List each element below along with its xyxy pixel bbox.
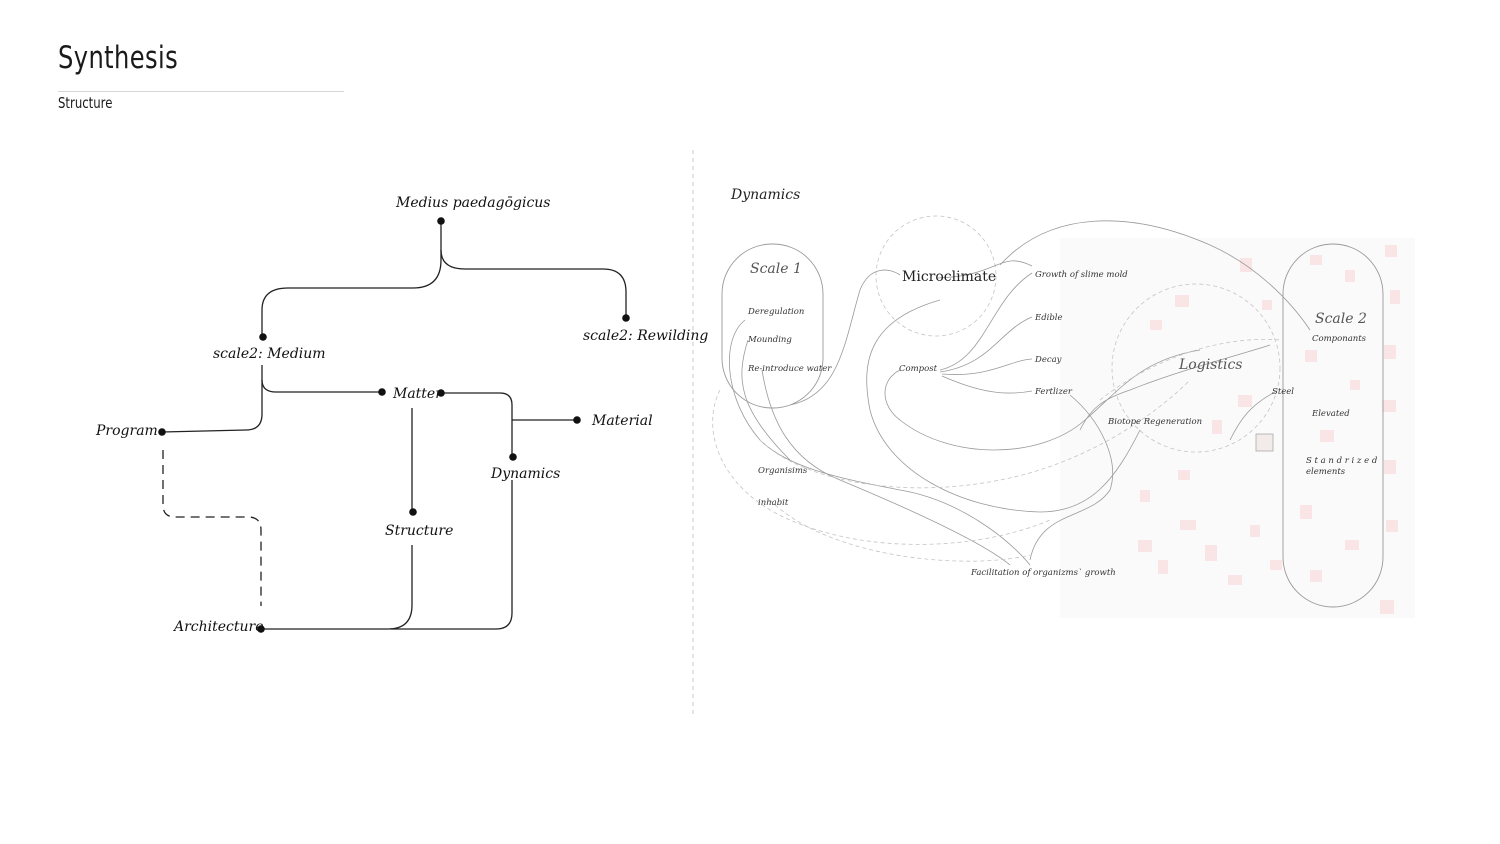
inhabit-label: inhabit [758,498,789,508]
node-structure [409,508,417,516]
edge-structure-architecture [262,545,413,630]
page-title: Synthesis [58,40,179,76]
label-program: Program [95,423,158,439]
output-decay: Decay [1034,355,1062,365]
output-edible: Edible [1034,313,1063,323]
node-matter-left [378,388,386,396]
microclimate-circle [875,215,997,337]
structure-tree: Medius paedagōgicus scale2: Medium scale… [95,195,708,635]
node-program [158,428,166,436]
marker-square [1255,433,1274,452]
edge-medium-matter [261,379,382,393]
page-subtitle: Structure [58,94,113,112]
label-material: Material [591,413,653,429]
node-root [437,217,445,225]
scale1-label: Scale 1 [750,261,802,277]
label-structure: Structure [385,523,453,539]
edge-root-medium [261,221,442,337]
label-scale-medium: scale2: Medium [213,346,326,362]
edge-matter-dynamics [441,392,513,457]
label-dynamics: Dynamics [490,466,560,482]
scale2-standardized-line1: S t a n d r i z e d [1306,456,1378,466]
edge-root-rewilding [440,249,627,318]
label-root: Medius paedagōgicus [395,195,551,211]
edge-medium-program [161,365,263,433]
scale1-container [721,243,824,409]
dynamics-title: Dynamics [730,187,800,203]
facilitation-label: Facilitation of organizms` growth [970,567,1116,578]
microclimate-label: Microclimate [902,269,996,285]
scale2-standardized-line2: elements [1306,467,1346,477]
logistics-circle [1111,283,1281,453]
scale2-item-elevated: Elevated [1311,409,1350,419]
compost-label: Compost [899,364,938,374]
node-rewilding [622,314,630,322]
scale1-item-deregulation: Deregulation [747,307,804,317]
scale2-item-componants: Componants [1312,334,1367,344]
node-architecture [257,625,265,633]
label-matter: Matter [392,386,443,402]
pink-texture [1138,245,1400,614]
title-divider [58,91,344,92]
node-dynamics [509,453,517,461]
edge-program-architecture [162,450,262,606]
scale2-container [1282,243,1384,608]
organisms-label: Organisims [758,466,808,476]
output-fertilizer: Fertlizer [1034,387,1073,397]
label-scale-rewilding: scale2: Rewilding [583,328,708,344]
node-medium [259,333,267,341]
dynamics-connections [712,220,1311,566]
edge-dynamics-architecture [390,480,513,630]
scale1-item-mounding: Mounding [747,335,792,345]
texture-background [1060,238,1415,618]
scale2-label: Scale 2 [1315,311,1367,327]
biotope-label: Biotope Regeneration [1107,417,1202,427]
node-matter-right [437,389,445,397]
scale1-item-reintroduce-water: Re-introduce water [747,364,832,374]
output-slime-mold: Growth of slime mold [1035,270,1128,280]
logistics-label: Logistics [1178,357,1242,373]
label-architecture: Architecture [172,619,264,635]
steel-label: Steel [1272,387,1294,397]
node-material [573,416,581,424]
dynamics-diagram: Dynamics Scale 1 Deregulation Mounding R… [712,187,1415,618]
